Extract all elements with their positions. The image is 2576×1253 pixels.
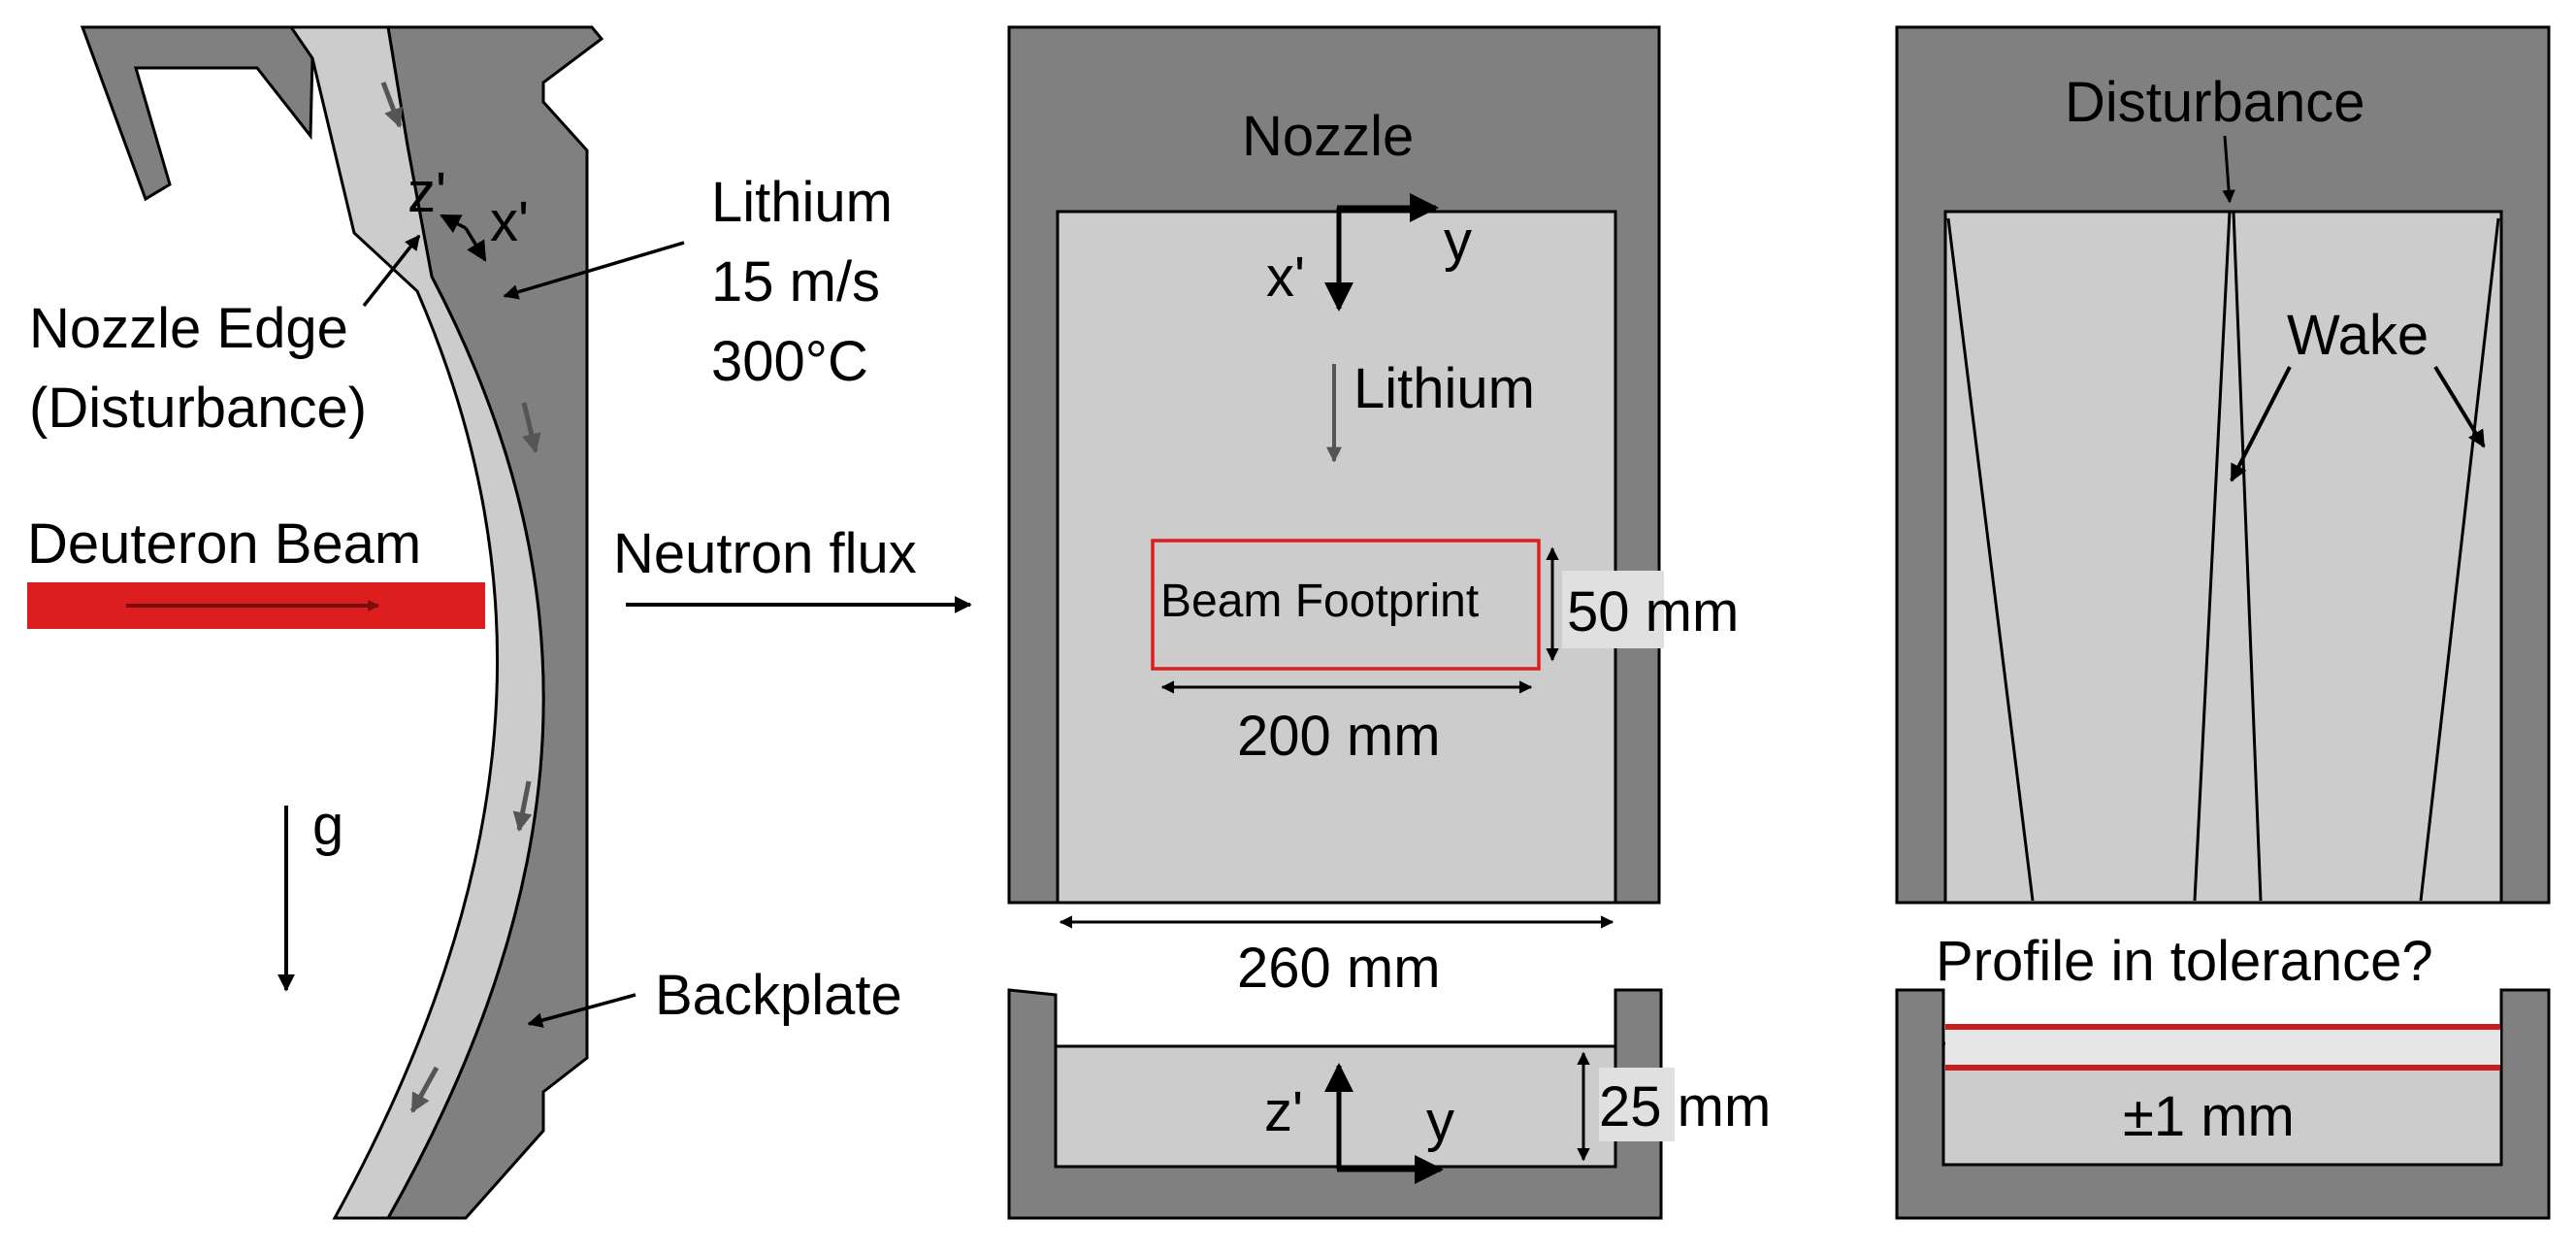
front-y-axis-label: y [1444,210,1472,273]
wake-leader-center [2230,366,2292,482]
wake-line-center-left [2193,211,2232,902]
wake-leader-right [2433,365,2486,448]
flow-arrow [521,402,541,453]
nozzle-edge-note: (Disturbance) [29,377,367,440]
wake-line-left [1946,217,2035,902]
lithium-label: Lithium [711,171,893,234]
nozzle-edge-label: Nozzle Edge [29,297,348,360]
neutron-flux: Neutron flux [613,522,972,613]
wake-line-center-right [2232,211,2263,902]
wake-view: Disturbance Wake Profile in tolerance? ±… [1895,25,2551,1220]
flow-arrow [512,780,533,832]
lithium-speed: 15 m/s [711,250,880,313]
section-lithium-layer [1054,1044,1617,1169]
tolerance-label: ±1 mm [2123,1085,2295,1148]
x-axis-arrow [464,227,487,262]
front-x-axis-label: x' [1266,246,1305,309]
nozzle-edge-leader [362,234,421,308]
flow-arrow [380,82,403,128]
section-y-axis-label: y [1426,1090,1454,1153]
x-axis-label: x' [490,190,529,253]
wake-label: Wake [2287,304,2429,367]
side-view: z' x' Lithium 15 m/s 300°C Nozzle Edge (… [27,25,902,1220]
front-lithium-channel [1056,210,1617,905]
label-background [1562,571,1664,648]
z-axis-label: z' [408,161,446,224]
beam-footprint-label: Beam Footprint [1160,576,1479,627]
disturbance-leader [2222,135,2235,204]
gravity-label: g [312,794,343,857]
label-background [1599,1068,1675,1141]
section-z-axis-label: z' [1264,1080,1303,1143]
lithium-jet [288,25,545,1220]
thickness-label: 25 mm [1599,1075,1771,1138]
wake-line-right [2419,217,2500,902]
beam-footprint [1151,539,1541,671]
flow-arrow [409,1066,440,1113]
backplate-leader [527,993,636,1028]
nozzle-hook [80,25,314,202]
lithium-leader [503,241,685,300]
nozzle-label: Nozzle [1242,105,1414,168]
neutron-flux-label: Neutron flux [613,522,917,585]
channel-width-label: 260 mm [1237,937,1441,1000]
section-view: z' y 25 mm [1007,988,1771,1220]
z-axis-arrow [440,214,467,234]
beam-label: Deuteron Beam [27,512,421,576]
footprint-width-label: 200 mm [1237,705,1441,768]
disturbance-label: Disturbance [2065,71,2364,134]
lithium-temperature: 300°C [711,330,868,393]
front-view: Nozzle x' y Lithium Beam Footprint 50 mm… [1007,25,1739,1000]
profile-tolerance-question: Profile in tolerance? [1936,930,2433,993]
front-lithium-label: Lithium [1353,357,1535,420]
footprint-height-label: 50 mm [1567,580,1739,643]
tolerance-band [1945,1027,2500,1068]
backplate-label: Backplate [655,964,902,1027]
